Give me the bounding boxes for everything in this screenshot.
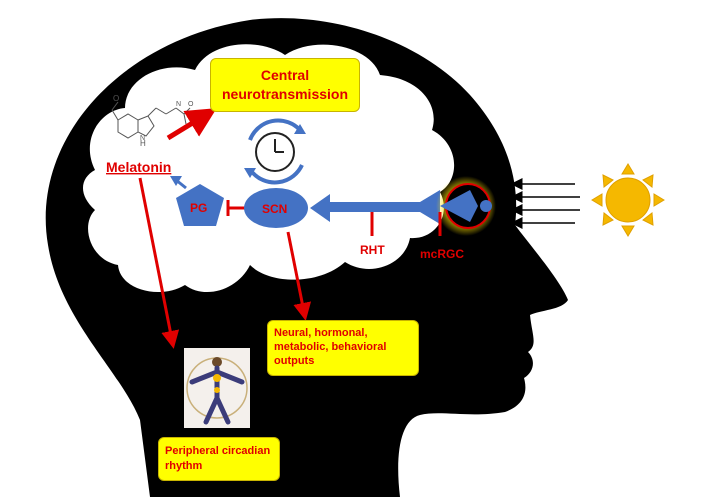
pg-label: PG [190,201,207,215]
peripheral-circadian-text: Peripheral circadian rhythm [165,445,271,472]
eye-retina-cone [440,190,478,222]
mcrgc-label: mcRGC [420,247,464,261]
molecule-atom-o: O [113,94,119,103]
central-neurotransmission-text: Central neurotransmission [221,67,349,102]
arrow-melatonin-to-central [166,108,217,141]
neural-outputs-box: Neural, hormonal, metabolic, behavioral … [267,320,419,376]
arrow-pg-head [170,176,182,186]
molecule-atom-n2: N [176,101,181,108]
molecule-atom-n1: N [140,135,145,142]
arrow-melatonin-to-peripheral [138,177,180,349]
rht-label: RHT [360,243,385,257]
molecule-atom-h: H [140,139,146,148]
eye-lens [480,200,492,212]
peripheral-circadian-box: Peripheral circadian rhythm [158,437,280,481]
melatonin-label: Melatonin [106,159,171,175]
rht-pathway [310,190,440,224]
human-figure-icon [184,348,250,428]
neural-outputs-text: Neural, hormonal, metabolic, behavioral … [274,327,387,367]
pg-pentagon [176,184,224,226]
clock-icon [244,118,306,185]
molecule-atom-o2: O [188,101,194,108]
central-neurotransmission-box: Central neurotransmission [210,58,360,112]
scn-label: SCN [262,202,287,216]
arrow-scn-to-neural [286,231,312,321]
sun-icon [591,163,665,237]
scn-ellipse [244,188,308,228]
